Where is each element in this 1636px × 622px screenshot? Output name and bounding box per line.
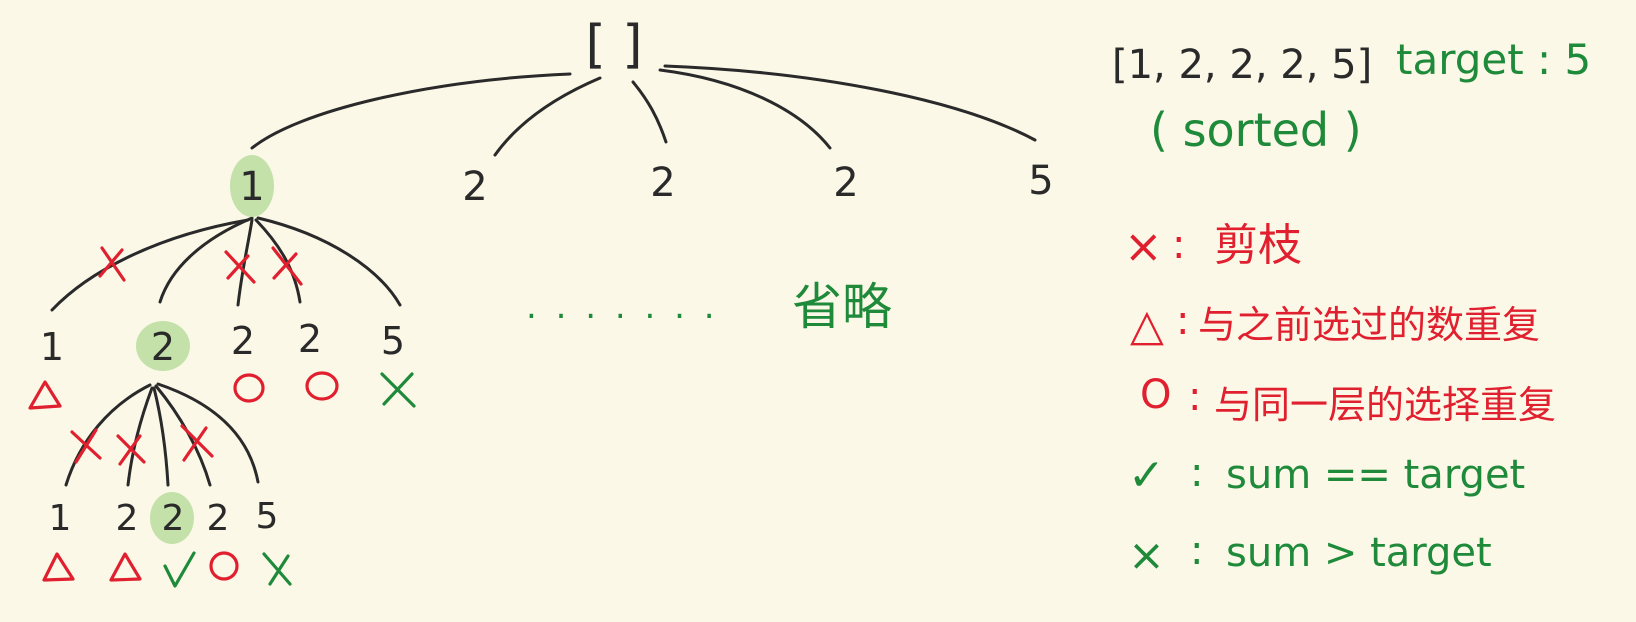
level3-node: 5	[256, 496, 279, 537]
level1-node: 2	[650, 160, 675, 206]
level3-node: 2	[207, 498, 230, 539]
edge-root-2b	[631, 80, 668, 144]
level3-node: 1	[49, 498, 72, 539]
prune-marks	[70, 246, 303, 466]
omitted-label: 省略	[792, 278, 892, 336]
edge-2-2b	[152, 386, 170, 487]
legend-check-icon: ✓	[1128, 450, 1165, 501]
legend-row: × : sum > target	[1128, 528, 1492, 581]
circle-icon	[209, 551, 239, 581]
legend: × : 剪枝 △ : 与之前选过的数重复 O : 与同一层的选择重复 ✓ : s…	[1124, 219, 1556, 581]
legend-cross-icon: ×	[1124, 219, 1163, 273]
highlight-level2-node-2	[136, 321, 190, 371]
prune-cross-icon	[116, 434, 146, 466]
legend-triangle-icon: △	[1130, 300, 1164, 351]
highlight-level1-node-1	[230, 155, 274, 217]
edge-1-2a	[158, 216, 254, 304]
legend-text: 与同一层的选择重复	[1214, 383, 1556, 427]
legend-row: △ : 与之前选过的数重复	[1130, 298, 1540, 351]
prune-cross-icon	[224, 250, 256, 284]
level3-node: 2	[162, 498, 185, 539]
legend-colon: :	[1190, 528, 1203, 574]
legend-text: sum > target	[1226, 530, 1492, 576]
legend-colon: :	[1176, 298, 1189, 344]
legend-row: O : 与同一层的选择重复	[1140, 372, 1556, 427]
level2-status	[28, 371, 416, 410]
level1-node: 5	[1028, 158, 1053, 204]
level2-node: 1	[40, 325, 64, 369]
legend-text: sum == target	[1226, 452, 1525, 498]
target-label: target : 5	[1396, 35, 1591, 84]
legend-colon: :	[1188, 374, 1201, 420]
legend-circle-icon: O	[1140, 372, 1171, 418]
legend-text: 剪枝	[1214, 220, 1302, 271]
edge-root-2c	[658, 68, 832, 150]
sorted-note: ( sorted )	[1150, 103, 1362, 157]
green-cross-icon	[380, 372, 416, 408]
highlight-level3-node-2	[150, 492, 194, 544]
level2-node: 2	[298, 317, 322, 361]
level1-nodes: 1 2 2 2 5	[239, 158, 1053, 210]
circle-icon	[305, 371, 339, 401]
legend-row: × : 剪枝	[1124, 219, 1302, 273]
edge-root-2a	[493, 76, 602, 157]
legend-cross-icon: ×	[1128, 530, 1165, 581]
root-node: [ ]	[585, 15, 642, 75]
triangle-icon	[109, 552, 142, 582]
prune-cross-icon	[180, 424, 214, 462]
legend-colon: :	[1172, 222, 1185, 268]
edge-1-5	[256, 216, 402, 307]
green-cross-icon	[262, 552, 292, 586]
input-array: [1, 2, 2, 2, 5]	[1112, 42, 1372, 88]
tree-edges	[50, 64, 1037, 487]
edge-1-2c	[254, 218, 302, 304]
edge-2-2a	[126, 386, 154, 487]
check-icon	[163, 551, 196, 588]
level3-status	[42, 551, 292, 588]
level3-nodes: 1 2 2 2 5	[49, 496, 279, 539]
level2-node: 2	[231, 319, 255, 363]
level2-node: 2	[151, 325, 175, 369]
circle-icon	[233, 373, 265, 403]
prune-cross-icon	[98, 246, 126, 282]
prune-cross-icon	[70, 428, 102, 464]
level1-node: 2	[462, 164, 487, 210]
edge-root-5	[663, 64, 1037, 142]
prune-cross-icon	[271, 246, 303, 286]
edge-1-1	[50, 218, 250, 312]
edge-2-5	[156, 382, 260, 484]
edge-root-1	[250, 72, 572, 150]
level3-node: 2	[116, 498, 139, 539]
legend-text: 与之前选过的数重复	[1198, 303, 1540, 347]
triangle-icon	[42, 552, 75, 582]
level1-node: 1	[239, 164, 264, 210]
triangle-icon	[28, 380, 62, 410]
omitted-dots: . . . . . . .	[526, 287, 719, 327]
level2-nodes: 1 2 2 2 5	[40, 317, 405, 369]
edge-2-1	[64, 383, 152, 487]
legend-colon: :	[1190, 450, 1203, 496]
legend-row: ✓ : sum == target	[1128, 450, 1525, 501]
level2-node: 5	[381, 319, 405, 363]
level1-node: 2	[833, 160, 858, 206]
